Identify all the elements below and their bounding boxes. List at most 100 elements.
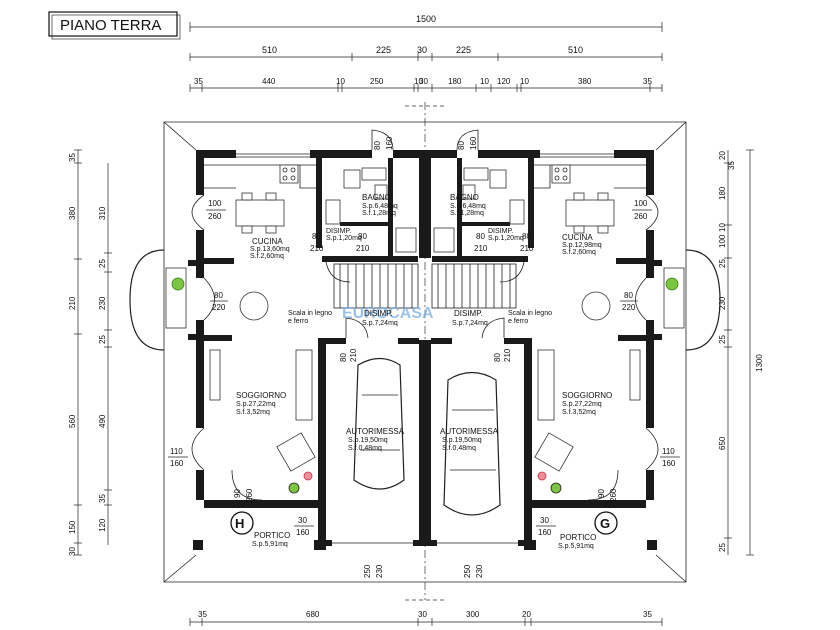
left-dimensions: 35 380 210 560 150 30 310 25 230 25 490 … bbox=[68, 149, 112, 556]
garage-door-right-80: 80 bbox=[493, 353, 502, 362]
win-living-left-110: 110 bbox=[170, 447, 183, 456]
unit-marker-left: H bbox=[230, 511, 254, 535]
bagno-right-sp: S.p.6,48mq bbox=[450, 203, 486, 210]
dim-right-180: 180 bbox=[718, 186, 727, 200]
dim-440: 440 bbox=[262, 77, 276, 86]
door-kitchen-left-80: 80 bbox=[312, 232, 321, 241]
bath-win-right-80: 80 bbox=[457, 141, 466, 150]
walls-left-unit bbox=[188, 150, 434, 550]
dim-left-35: 35 bbox=[68, 153, 77, 162]
bagno-right-sf: S.f.1,28mq bbox=[450, 210, 484, 217]
dim-bottom-680: 680 bbox=[306, 610, 320, 619]
disimp-small-left-name: DISIMP. bbox=[326, 228, 351, 235]
title-box: PIANO TERRA bbox=[48, 11, 181, 40]
dim-right-25a: 25 bbox=[718, 259, 727, 268]
car-left bbox=[353, 357, 405, 490]
dim-30-b: 30 bbox=[419, 77, 428, 86]
dim-bottom-30: 30 bbox=[418, 610, 427, 619]
garage-door-right-210: 210 bbox=[503, 348, 512, 362]
dim-left-210: 210 bbox=[68, 296, 77, 310]
bagno-left-sf: S.f.1,28mq bbox=[362, 210, 396, 217]
walls-right-unit bbox=[431, 150, 662, 550]
garage-right-230: 230 bbox=[475, 564, 484, 578]
dim-right-10: 10 bbox=[718, 223, 727, 232]
room-labels: CUCINA S.p.13,60mq S.f.2,60mq CUCINA S.p… bbox=[236, 193, 612, 550]
dim-right-25b: 25 bbox=[718, 335, 727, 344]
garage-right-250: 250 bbox=[463, 564, 472, 578]
garage-left-230: 230 bbox=[375, 564, 384, 578]
bath-win-right-160: 160 bbox=[469, 136, 478, 150]
bath-win-left-80: 80 bbox=[373, 141, 382, 150]
cucina-right-sp: S.p.12,98mq bbox=[562, 242, 602, 249]
dim-right-20: 20 bbox=[718, 151, 727, 160]
autorimessa-left-name: AUTORIMESSA bbox=[346, 427, 405, 436]
dim-left-120: 120 bbox=[98, 518, 107, 532]
stairs-note-left-1: Scala in legno bbox=[288, 310, 332, 317]
win-right-260: 260 bbox=[634, 212, 648, 221]
fixtures bbox=[165, 164, 685, 494]
dim-380: 380 bbox=[578, 77, 592, 86]
garage-left-250: 250 bbox=[363, 564, 372, 578]
dim-left-560: 560 bbox=[68, 414, 77, 428]
car-right bbox=[443, 371, 501, 516]
bagno-right-name: BAGNO bbox=[450, 193, 479, 202]
stairs-note-left-2: e ferro bbox=[288, 318, 308, 325]
watermark-logo: EUROCASA bbox=[342, 305, 434, 322]
dim-left-380: 380 bbox=[68, 206, 77, 220]
dim-bottom-35a: 35 bbox=[198, 610, 207, 619]
win-living-right-110: 110 bbox=[662, 447, 675, 456]
door-left-220: 220 bbox=[212, 303, 226, 312]
dim-right-total: 1300 bbox=[755, 354, 764, 372]
win-left-100: 100 bbox=[208, 199, 222, 208]
stairs-note-right-2: e ferro bbox=[508, 318, 528, 325]
dim-left-230: 230 bbox=[98, 296, 107, 310]
autorimessa-right-sf: S.f.0,48mq bbox=[442, 445, 476, 452]
door-kitchen-left-210: 210 bbox=[310, 244, 324, 253]
dim-total-width: 1500 bbox=[416, 14, 436, 24]
dim-right-230: 230 bbox=[718, 296, 727, 310]
portico-left-30: 30 bbox=[298, 516, 307, 525]
portico-right-30: 30 bbox=[540, 516, 549, 525]
door-kitchen-right-210: 210 bbox=[520, 244, 534, 253]
openings bbox=[191, 129, 659, 544]
door-living-left-90: 90 bbox=[233, 489, 242, 498]
disimp-small-left-sp: S.p.1,20mq bbox=[326, 235, 362, 242]
cucina-right-sf: S.f.2,60mq bbox=[562, 249, 596, 256]
watermark-text: EUROCASA bbox=[342, 305, 434, 322]
bagno-left-sp: S.p.6,48mq bbox=[362, 203, 398, 210]
dim-510-left: 510 bbox=[262, 45, 277, 55]
garage-door-left-210: 210 bbox=[349, 348, 358, 362]
dim-left-150: 150 bbox=[68, 520, 77, 534]
dim-10-b: 10 bbox=[414, 77, 423, 86]
dim-right-25c: 25 bbox=[718, 543, 727, 552]
autorimessa-right-sp: S.p.19,50mq bbox=[442, 437, 482, 444]
disimp-small-right-name: DISIMP. bbox=[488, 228, 513, 235]
win-left-260: 260 bbox=[208, 212, 222, 221]
dim-left-35b: 35 bbox=[98, 494, 107, 503]
door-living-right-90: 90 bbox=[597, 489, 606, 498]
unit-label-left: H bbox=[235, 516, 244, 531]
autorimessa-left-sp: S.p.19,50mq bbox=[348, 437, 388, 444]
portico-right-sp: S.p.5,91mq bbox=[558, 543, 594, 550]
disimp-small-right-sp: S.p.1,20mq bbox=[488, 235, 524, 242]
portico-right-name: PORTICO bbox=[560, 533, 596, 542]
portico-right-160: 160 bbox=[538, 528, 552, 537]
dim-225-left: 225 bbox=[376, 45, 391, 55]
opening-labels: 100 260 100 260 80 220 80 220 80 210 80 … bbox=[168, 136, 680, 578]
disimp-right-name: DISIMP. bbox=[454, 309, 483, 318]
door-bath-left-210: 210 bbox=[356, 244, 370, 253]
disimp-left-name: DISIMP. bbox=[364, 309, 393, 318]
dim-right-650: 650 bbox=[718, 436, 727, 450]
dim-510-right: 510 bbox=[568, 45, 583, 55]
dim-35-a: 35 bbox=[194, 77, 203, 86]
door-bath-right-80: 80 bbox=[476, 232, 485, 241]
stairs-left bbox=[333, 263, 419, 309]
door-right-80: 80 bbox=[624, 291, 633, 300]
soggiorno-left-sp: S.p.27,22mq bbox=[236, 401, 276, 408]
portico-left-160: 160 bbox=[296, 528, 310, 537]
dim-10-a: 10 bbox=[336, 77, 345, 86]
stairs-right bbox=[431, 263, 517, 309]
dim-left-310: 310 bbox=[98, 206, 107, 220]
